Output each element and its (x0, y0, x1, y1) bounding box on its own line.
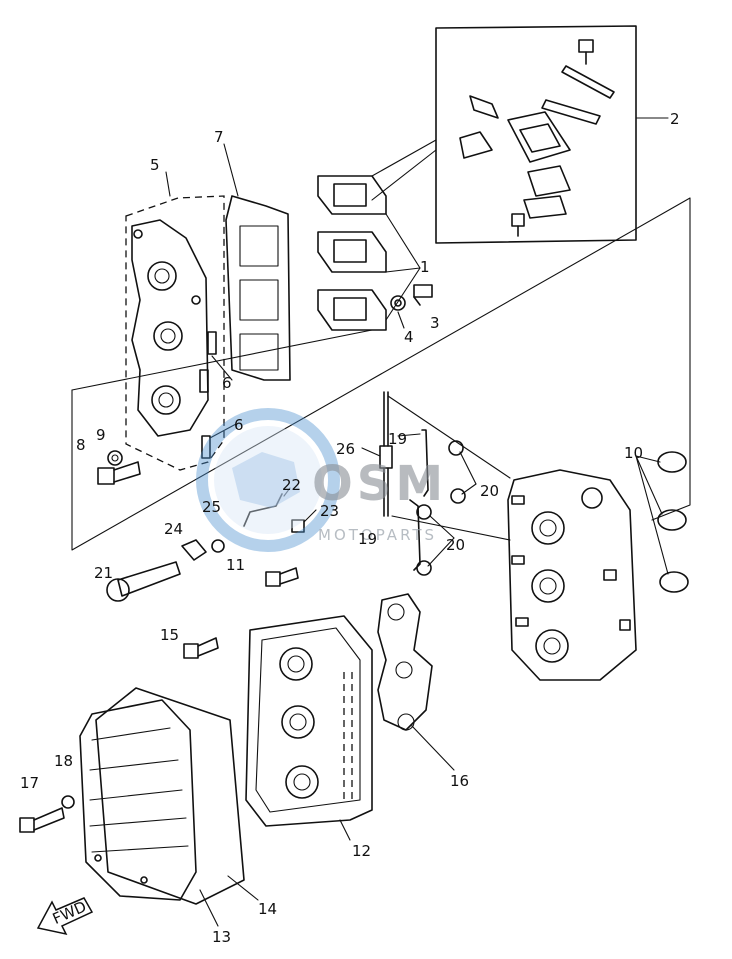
watermark-logo-text: OSM (312, 456, 447, 512)
screw-and-washer (390, 284, 433, 311)
label-26: 26 (336, 440, 355, 458)
label-2: 2 (670, 110, 680, 128)
label-4: 4 (404, 328, 414, 346)
fwd-label: FWD (50, 897, 89, 928)
fwd-arrow-icon (36, 897, 94, 936)
label-11: 11 (226, 556, 245, 574)
label-25: 25 (202, 498, 221, 516)
label-1: 1 (420, 258, 430, 276)
label-10: 10 (624, 444, 643, 462)
label-19b: 19 (358, 530, 377, 548)
label-24: 24 (164, 520, 183, 538)
label-19a: 19 (388, 430, 407, 448)
label-3: 3 (430, 314, 440, 332)
label-6a: 6 (222, 374, 232, 392)
label-15: 15 (160, 626, 179, 644)
fuel-hoses (379, 391, 511, 576)
label-18: 18 (54, 752, 73, 770)
choke-knob-and-shaft (106, 539, 225, 602)
bolt-8-washer-9 (97, 450, 141, 485)
label-14: 14 (258, 900, 277, 918)
gasket-16 (377, 593, 433, 731)
label-17: 17 (20, 774, 39, 792)
watermark-sub-text: MOTOPARTS (318, 526, 437, 544)
silencer-cover-13 (79, 699, 197, 901)
gasket-14 (95, 687, 245, 905)
part-number-labels: 1 2 3 4 5 6 6 7 8 9 10 11 12 13 14 15 16… (20, 110, 680, 946)
intake-silencer-12 (245, 615, 373, 827)
label-20b: 20 (446, 536, 465, 554)
bolt-11 (265, 567, 299, 587)
label-7: 7 (214, 128, 224, 146)
bolt-17-washer-18 (19, 795, 75, 833)
label-5: 5 (150, 156, 160, 174)
label-20a: 20 (480, 482, 499, 500)
reed-valve-assemblies (317, 175, 421, 331)
leader-lines (165, 117, 669, 927)
gasket-7 (225, 195, 291, 381)
reed-valve-detail-inset (371, 25, 637, 244)
label-23: 23 (320, 502, 339, 520)
clips-10 (635, 451, 689, 593)
label-9: 9 (96, 426, 106, 444)
carburetor-body (507, 469, 637, 681)
label-12: 12 (352, 842, 371, 860)
label-8: 8 (76, 436, 86, 454)
label-6b: 6 (234, 416, 244, 434)
label-22: 22 (282, 476, 301, 494)
label-13: 13 (212, 928, 231, 946)
intake-manifold-5 (125, 195, 225, 471)
label-16: 16 (450, 772, 469, 790)
watermark-logo (196, 408, 340, 552)
bolt-15 (183, 637, 219, 659)
label-21: 21 (94, 564, 113, 582)
